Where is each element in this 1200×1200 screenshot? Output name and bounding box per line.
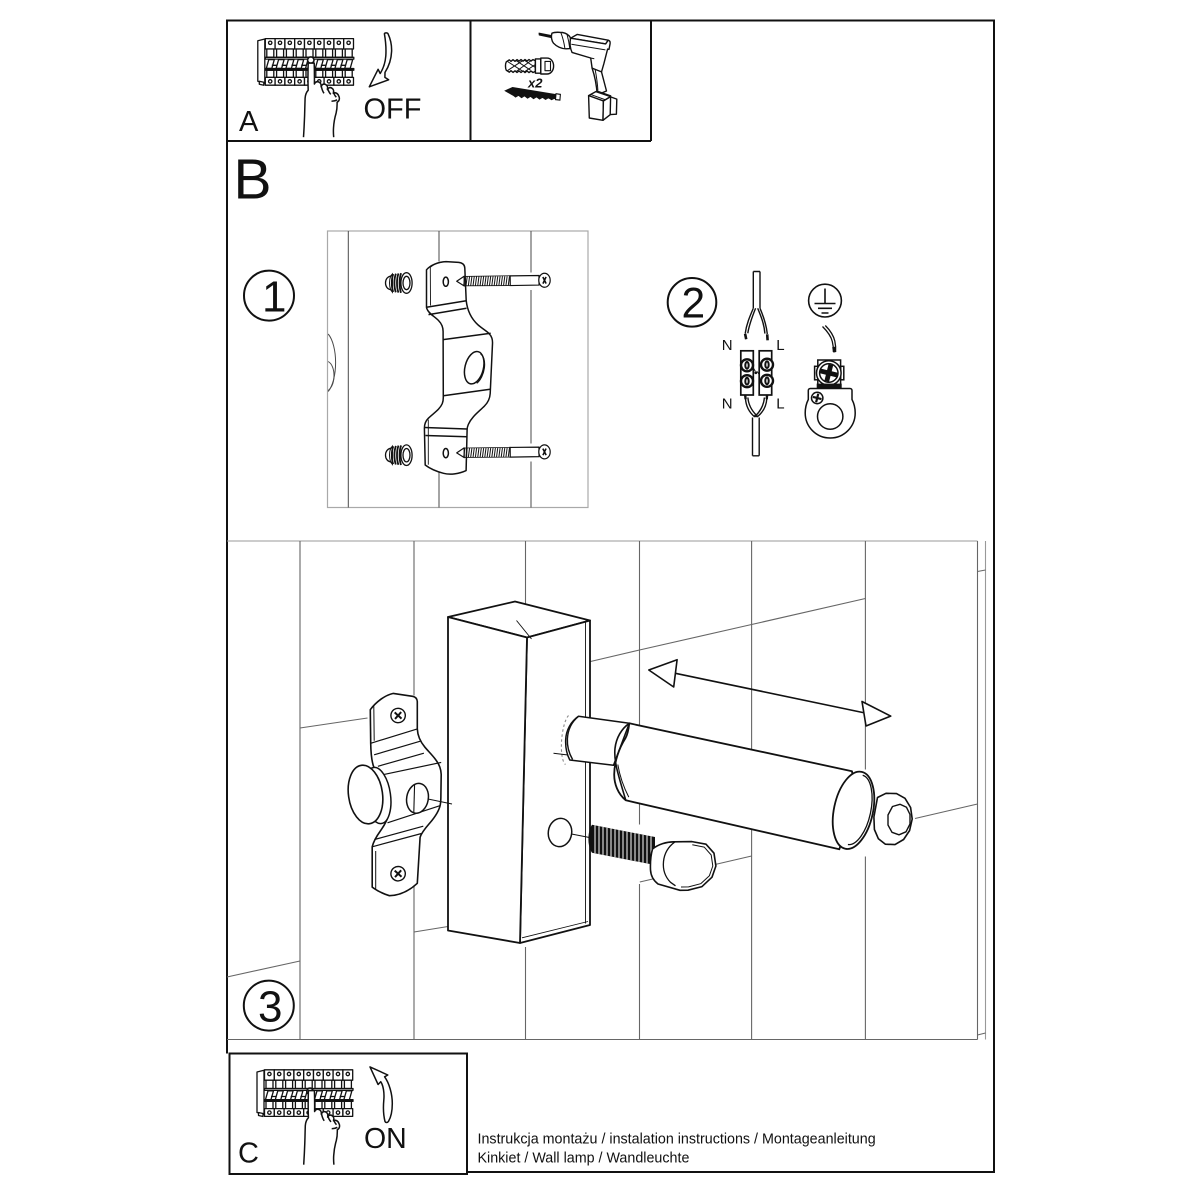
svg-text:3: 3 xyxy=(258,983,282,1032)
svg-text:N: N xyxy=(722,337,733,354)
svg-text:2: 2 xyxy=(682,280,706,327)
svg-text:B: B xyxy=(234,148,272,212)
svg-text:A: A xyxy=(239,106,259,138)
svg-text:1: 1 xyxy=(262,273,286,322)
svg-text:OFF: OFF xyxy=(364,94,422,126)
svg-text:L: L xyxy=(776,396,784,413)
svg-text:Kinkiet / Wall lamp / Wandleuc: Kinkiet / Wall lamp / Wandleuchte xyxy=(478,1151,690,1167)
svg-text:x2: x2 xyxy=(527,76,543,91)
svg-text:Instrukcja montażu / instalati: Instrukcja montażu / instalation instruc… xyxy=(478,1132,876,1148)
svg-text:C: C xyxy=(238,1138,259,1170)
svg-text:L: L xyxy=(776,337,784,354)
svg-text:N: N xyxy=(722,396,733,413)
svg-text:ON: ON xyxy=(364,1123,407,1155)
